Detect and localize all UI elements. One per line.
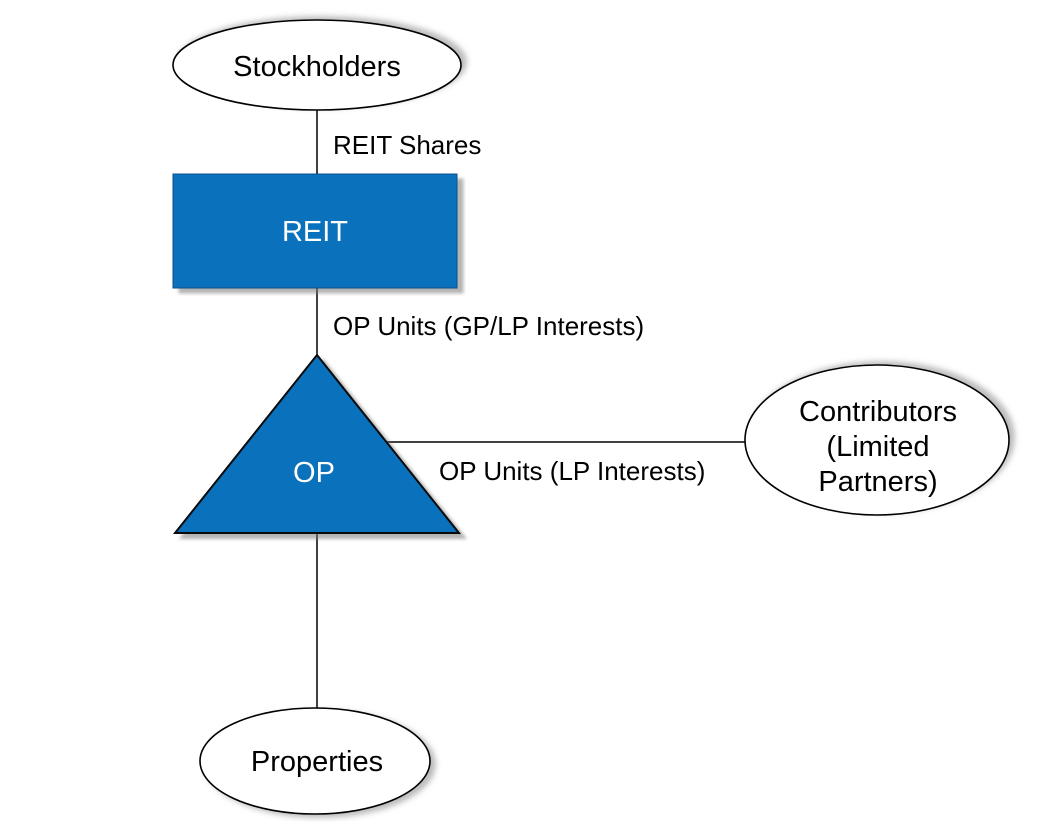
op-node-label: OP	[293, 457, 335, 489]
contributors-node	[744, 364, 1010, 516]
reit-node	[172, 173, 458, 289]
stockholders-node	[172, 19, 462, 111]
contributors-node-label-line3: Partners)	[818, 466, 937, 498]
properties-node	[199, 707, 431, 815]
reit-node-label: REIT	[282, 216, 348, 248]
edge-label-op-units-gp-lp: OP Units (GP/LP Interests)	[333, 311, 644, 341]
stockholders-node-label: Stockholders	[233, 51, 401, 83]
contributors-node-label-line2: (Limited	[826, 431, 929, 463]
contributors-node-label-line1: Contributors	[799, 396, 957, 428]
edge-label-op-units-lp: OP Units (LP Interests)	[439, 456, 705, 486]
edge-label-reit-shares: REIT Shares	[333, 130, 481, 160]
op-node	[172, 353, 462, 534]
properties-node-label: Properties	[251, 746, 383, 778]
